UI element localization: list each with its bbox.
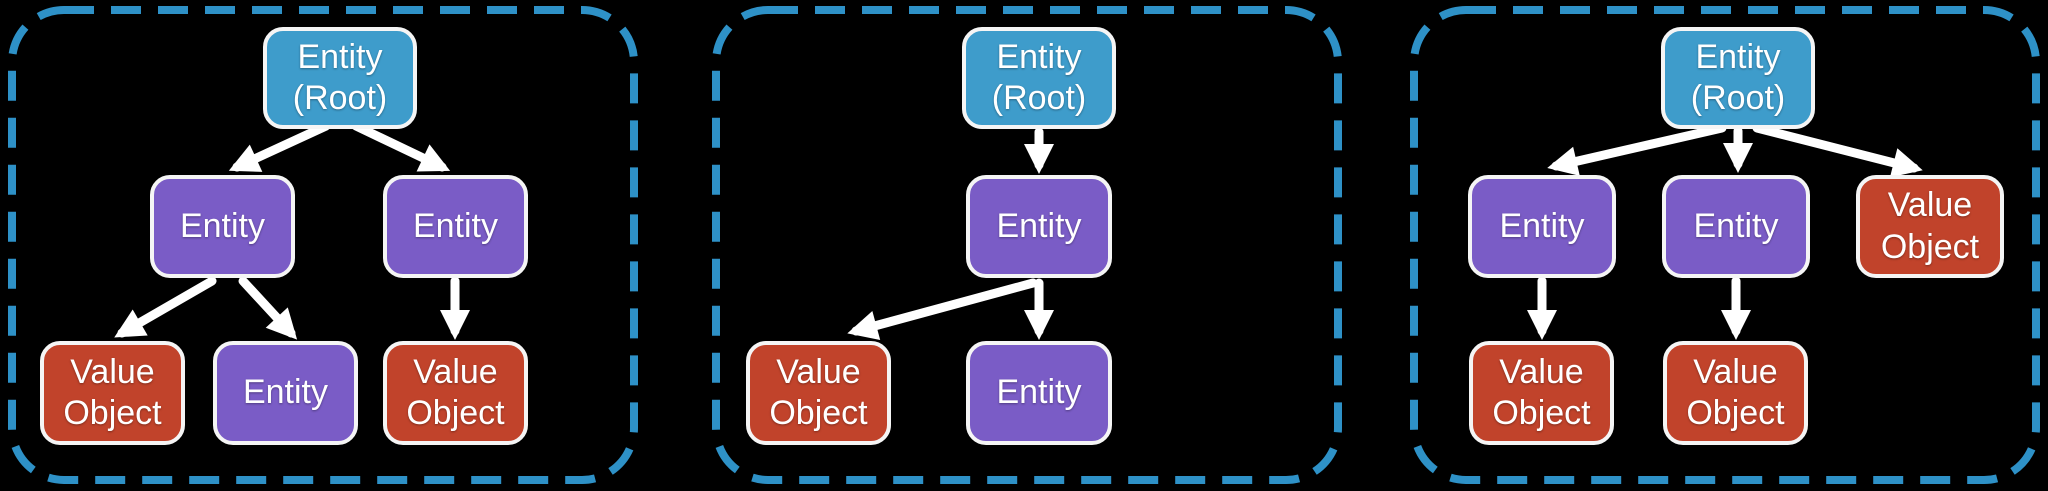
arrow-p3-root-to-value-object-right [1752, 123, 1923, 178]
node-value-object: Value Object [383, 341, 528, 445]
arrow-p1-root-to-entity-right [351, 121, 451, 172]
node-entity: Entity [150, 175, 295, 278]
aggregate-3-boundary [1410, 6, 2040, 484]
node-value-object: Value Object [1856, 175, 2004, 278]
node-value-object: Value Object [40, 341, 185, 445]
node-entity: Entity [1468, 175, 1616, 278]
node-entity: Entity [213, 341, 358, 445]
arrow-p1-entity-left-to-entity-bottom [238, 276, 298, 340]
node-entity: Entity [966, 341, 1112, 445]
aggregate-2-boundary [712, 6, 1342, 484]
arrow-p1-entity-left-to-value-object-left [114, 276, 217, 338]
node-entity-root: Entity (Root) [962, 27, 1116, 129]
arrow-p1-root-to-entity-left [228, 121, 331, 172]
node-entity-root: Entity (Root) [1661, 27, 1815, 129]
arrow-p3-root-to-entity-left [1547, 123, 1727, 176]
node-value-object: Value Object [1469, 341, 1614, 445]
node-entity: Entity [1662, 175, 1810, 278]
arrow-p2-entity-to-value-object [847, 278, 1038, 340]
aggregate-1-boundary [8, 6, 638, 484]
node-entity: Entity [383, 175, 528, 278]
node-value-object: Value Object [746, 341, 891, 445]
node-value-object: Value Object [1663, 341, 1808, 445]
node-entity-root: Entity (Root) [263, 27, 417, 129]
node-entity: Entity [966, 175, 1112, 278]
